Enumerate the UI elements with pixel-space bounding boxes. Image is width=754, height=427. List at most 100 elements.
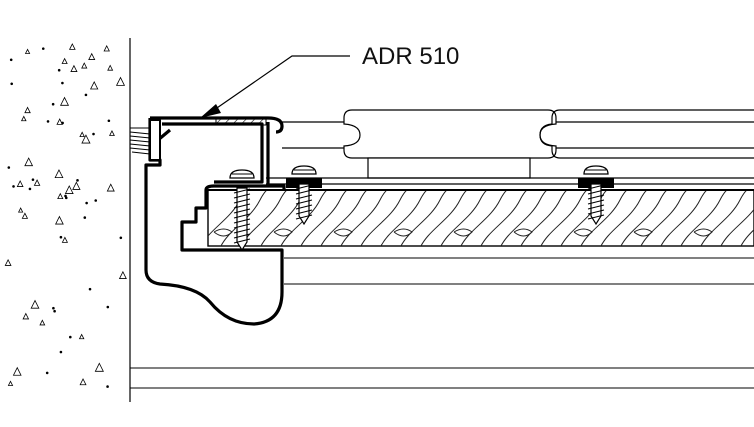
concrete-aggregate: [33, 179, 41, 186]
concrete-aggregate: [118, 270, 127, 279]
wood-grain-line: [220, 190, 268, 246]
concrete-dot: [106, 305, 110, 309]
wood-grain-line: [420, 190, 468, 246]
concrete-dot: [76, 179, 79, 182]
concrete-aggregate: [64, 185, 74, 194]
concrete-dot: [94, 199, 98, 202]
wood-grain-line: [280, 190, 328, 246]
concrete-dot: [46, 120, 50, 123]
concrete-aggregate: [17, 207, 24, 213]
concrete-aggregate: [109, 130, 115, 136]
concrete-aggregate: [30, 299, 40, 309]
concrete-aggregate: [70, 64, 78, 72]
concrete-dot: [92, 132, 95, 136]
concrete-aggregate: [55, 215, 64, 225]
concrete-dot: [64, 196, 68, 200]
concrete-dot: [61, 121, 64, 125]
screw: [229, 169, 255, 252]
brush-seal: [129, 127, 151, 155]
concrete-dot: [83, 216, 87, 219]
concrete-dot: [69, 335, 72, 339]
concrete-aggregate: [7, 380, 14, 386]
concrete-aggregate: [59, 96, 70, 106]
concrete-aggregate: [115, 76, 126, 86]
clamp-plate-right: [578, 178, 614, 188]
concrete-dot: [31, 178, 35, 181]
wood-grain-line: [700, 190, 748, 246]
top-board-lines: [266, 177, 754, 185]
concrete-aggregate: [107, 64, 114, 71]
wood-grain-line: [440, 190, 488, 246]
concrete-dot: [107, 119, 111, 123]
concrete-dot: [106, 385, 109, 388]
wood-grain-line: [660, 190, 708, 246]
concrete-aggregate: [103, 44, 110, 52]
concrete-aggregate: [88, 52, 96, 60]
concrete-aggregate: [22, 312, 30, 320]
concrete-dot: [59, 350, 63, 354]
concrete-aggregate: [61, 57, 68, 64]
wood-grain-line: [580, 190, 628, 246]
concrete-dot: [84, 93, 88, 97]
callout: ADR 510: [200, 43, 459, 118]
concrete-dot: [88, 287, 92, 291]
wood-grain-line: [380, 190, 428, 246]
concrete-dot: [85, 201, 88, 205]
concrete-aggregate: [24, 106, 31, 114]
screws: [229, 165, 609, 252]
wood-grain-line: [300, 190, 348, 246]
wood-grain-line: [460, 190, 508, 246]
concrete-dot: [53, 309, 56, 313]
concrete-aggregate: [24, 48, 31, 54]
wood-grain-line: [720, 208, 754, 246]
screw: [291, 165, 317, 226]
concrete-aggregate: [20, 115, 27, 122]
wood-grain-line: [640, 190, 688, 246]
wood-grain-line: [400, 190, 448, 246]
upper-rail: [282, 109, 754, 179]
support-lines: [284, 257, 754, 285]
wood-grain-line: [520, 190, 568, 246]
clamp-plate: [286, 178, 322, 188]
concrete-aggregate: [12, 366, 22, 376]
concrete-aggregate: [21, 212, 29, 219]
wood-grain-line: [740, 229, 754, 246]
wood-board: [207, 189, 754, 247]
concrete-aggregate: [54, 169, 64, 179]
screw: [583, 165, 609, 226]
concrete-aggregate: [90, 81, 99, 90]
concrete-aggregate: [68, 43, 76, 50]
concrete-dot: [119, 236, 123, 240]
wood-grain-line: [600, 190, 648, 246]
concrete-aggregate: [79, 131, 85, 138]
concrete-wall: [4, 38, 131, 402]
wood-grain-line: [620, 190, 668, 246]
concrete-dot: [28, 187, 32, 191]
concrete-dot: [9, 58, 13, 62]
concrete-aggregate: [4, 258, 12, 266]
concrete-dot: [45, 371, 49, 375]
concrete-aggregate: [79, 378, 87, 386]
hatched-strip: [215, 118, 267, 126]
concrete-aggregate: [81, 134, 91, 144]
leader-arrowhead: [200, 104, 221, 118]
wood-grain-line: [340, 190, 388, 246]
concrete-dot: [10, 82, 14, 86]
concrete-aggregate: [39, 319, 46, 326]
wood-grain-line: [680, 190, 728, 246]
concrete-dot: [61, 81, 64, 85]
concrete-aggregate: [56, 118, 64, 125]
rail-pedestal: [367, 157, 531, 179]
concrete-aggregate: [81, 62, 88, 69]
wood-grain-line: [320, 190, 368, 246]
concrete-aggregate: [106, 183, 115, 192]
concrete-dot: [41, 47, 45, 50]
adr-profile: [129, 116, 286, 326]
concrete-aggregate: [61, 236, 69, 243]
concrete-aggregate: [72, 181, 81, 190]
wood-grain-line: [360, 190, 408, 246]
concrete-aggregate: [78, 333, 85, 340]
concrete-dot: [12, 185, 15, 188]
wood-grain-line: [480, 190, 528, 246]
concrete-dot: [52, 306, 55, 310]
